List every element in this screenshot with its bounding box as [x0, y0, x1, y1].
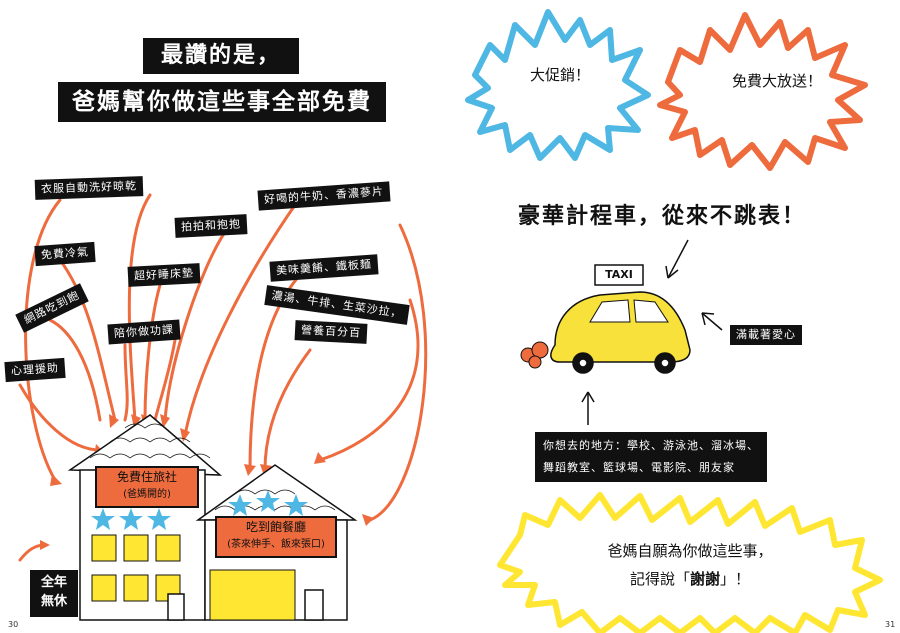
page-number-right: 31 [885, 620, 896, 629]
taxi-headline: 豪華計程車，從來不跳表！ [518, 204, 807, 229]
open-all-year-badge: 全年 無休 [30, 570, 78, 617]
hostel-name: 免費住旅社 [116, 470, 177, 484]
label-wifi: 網路吃到飽 [15, 283, 89, 333]
promo-text: 大促銷！ [529, 66, 590, 84]
label-mattress: 超好睡床墊 [127, 263, 201, 287]
label-cuisine: 美味羹餚、鐵板麵 [269, 254, 379, 282]
thank-you-word: 謝謝 [689, 570, 720, 588]
open-line-1: 全年 [40, 575, 67, 590]
destinations-box: 你想去的地方：學校、游泳池、溜冰場、 舞蹈教室、籃球場、電影院、朋友家 [535, 432, 767, 482]
destinations-line-1: 你想去的地方：學校、游泳池、溜冰場、 [543, 439, 759, 452]
taxi-sign: TAXI [605, 268, 633, 281]
label-clothes: 衣服自動洗好晾乾 [34, 176, 144, 200]
closing-line-2: 記得說「謝謝」！ [540, 565, 840, 593]
closing-line-2-post: 」！ [720, 570, 751, 588]
label-homework: 陪你做功課 [107, 319, 181, 345]
label-dinner: 濃湯、牛排、生菜沙拉， [264, 285, 410, 325]
restaurant-name: 吃到飽餐廳 [245, 520, 306, 534]
exhaust-smoke [520, 341, 549, 369]
closing-message: 爸媽自願為你做這些事， 記得說「謝謝」！ [540, 537, 840, 593]
hostel-stars [91, 508, 171, 530]
restaurant-sign: 吃到飽餐廳 (茶來伸手、飯來張口) [215, 516, 337, 558]
page-number-left: 30 [8, 620, 19, 629]
open-line-2: 無休 [40, 594, 67, 609]
title-line-2: 爸媽幫你做這些事全部免費 [58, 82, 386, 122]
label-therapy: 心理援助 [4, 357, 66, 383]
pointer-arrows [581, 239, 723, 425]
closing-line-1: 爸媽自願為你做這些事， [607, 542, 773, 560]
taxi [550, 264, 691, 374]
orange-burst [657, 12, 868, 171]
label-aircon: 免費冷氣 [34, 241, 96, 267]
label-pat-hug: 拍拍和抱抱 [174, 214, 248, 238]
title-line-1: 最讚的是， [143, 38, 299, 74]
destinations-line-2: 舞蹈教室、籃球場、電影院、朋友家 [543, 461, 735, 474]
right-page: 大促銷！ 免費大放送！ [450, 0, 900, 633]
blue-burst [465, 9, 651, 161]
hostel-sign: 免費住旅社 (爸媽開的) [95, 466, 199, 508]
yellow-burst [497, 492, 883, 633]
label-dinner-2: 營養百分百 [294, 320, 368, 344]
closing-line-2-pre: 記得說「 [629, 570, 690, 588]
restaurant-subtitle: (茶來伸手、飯來張口) [227, 539, 325, 550]
left-page: 最讚的是， 爸媽幫你做這些事全部免費 衣服自動洗好晾乾 免費冷氣 網路吃到飽 心… [4, 38, 410, 629]
restaurant-stars [228, 490, 308, 516]
hostel-subtitle: (爸媽開的) [123, 489, 171, 500]
label-love: 滿載著愛心 [730, 325, 802, 345]
giveaway-text: 免費大放送！ [731, 72, 822, 90]
label-drinks: 好喝的牛奶、香濃蔘片 [257, 181, 391, 211]
